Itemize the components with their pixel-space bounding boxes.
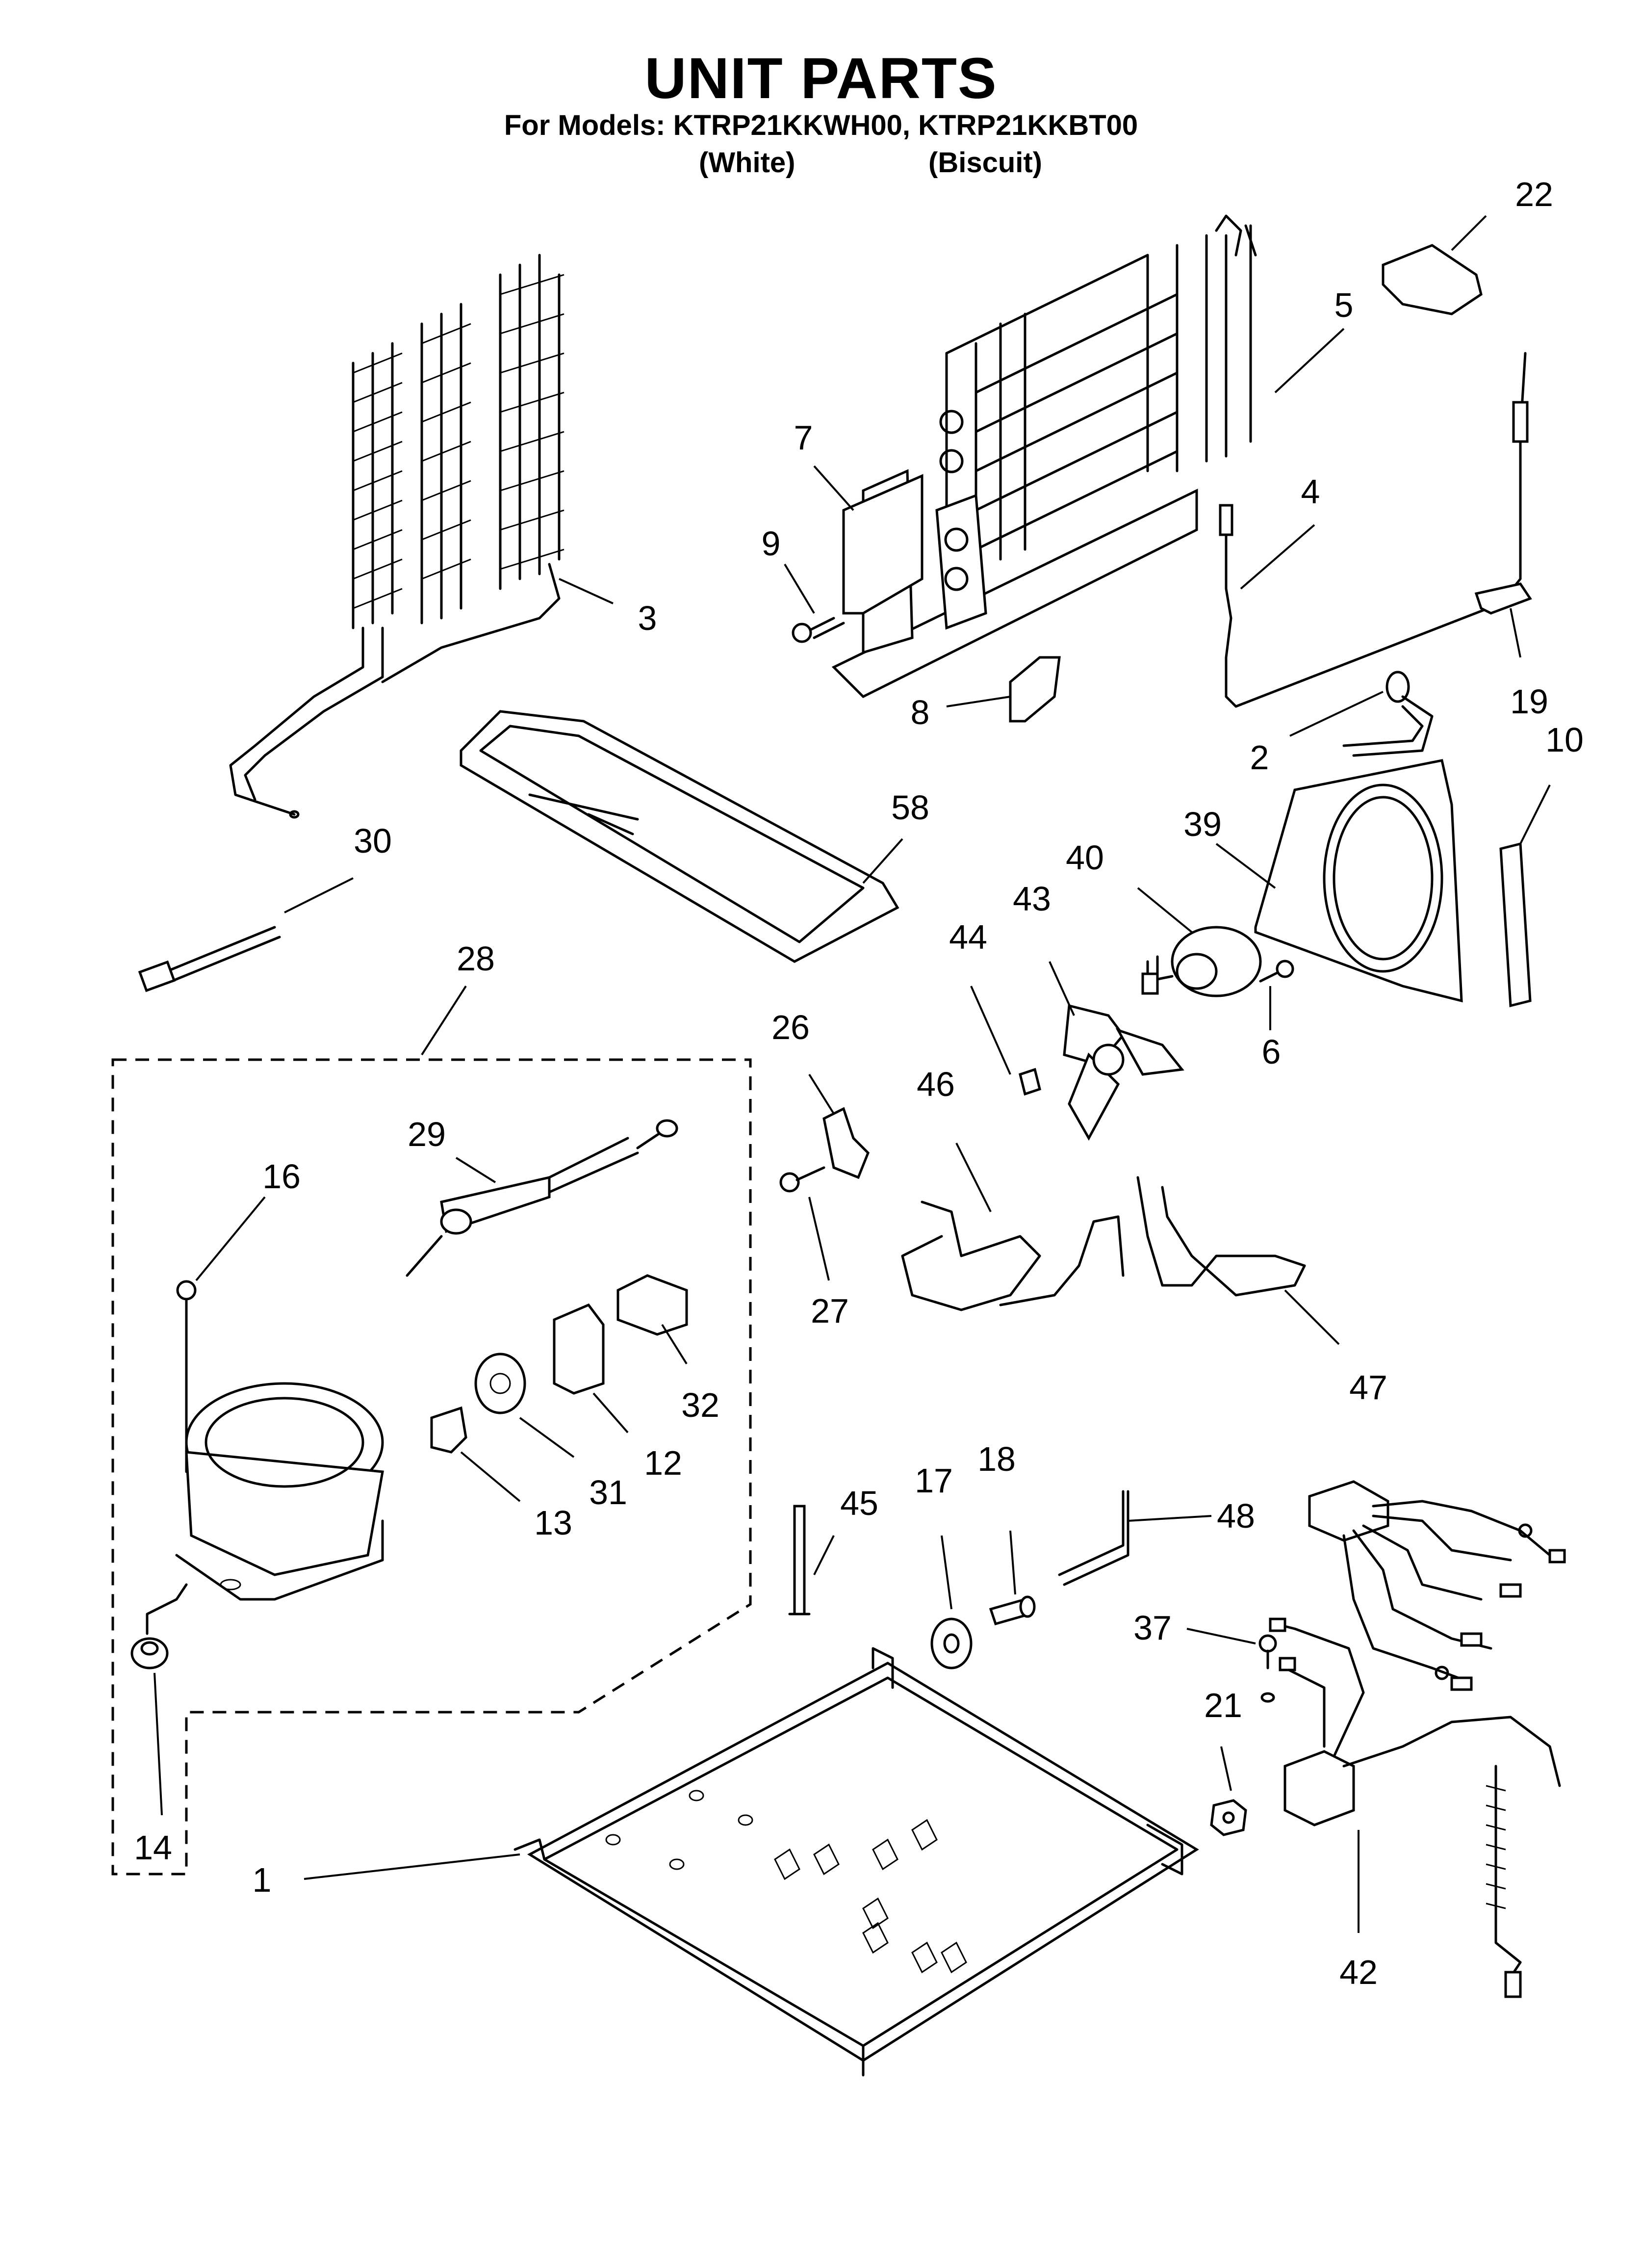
callout-40: 40 xyxy=(1066,838,1104,877)
variant-biscuit: (Biscuit) xyxy=(928,147,1042,179)
callout-17: 17 xyxy=(915,1461,953,1500)
callout-47: 47 xyxy=(1349,1368,1387,1407)
tubing-47 xyxy=(1136,1176,1306,1297)
callout-32: 32 xyxy=(681,1386,719,1424)
filter-drier xyxy=(406,1119,678,1277)
callout-22: 22 xyxy=(1515,175,1553,213)
callout-42: 42 xyxy=(1339,1953,1378,1991)
page-title: UNIT PARTS xyxy=(644,46,998,111)
callout-9: 9 xyxy=(761,524,781,563)
callout-21: 21 xyxy=(1204,1686,1242,1724)
callout-27: 27 xyxy=(811,1292,849,1330)
callout-13: 13 xyxy=(534,1504,572,1542)
callout-28: 28 xyxy=(457,939,495,978)
tube-48 xyxy=(1058,1490,1129,1586)
callout-29: 29 xyxy=(408,1115,446,1153)
cable-tie xyxy=(138,926,281,992)
grommet-14 xyxy=(130,1583,188,1669)
overload-13 xyxy=(430,1406,467,1454)
callout-45: 45 xyxy=(840,1484,878,1522)
clip-19 xyxy=(1474,582,1532,615)
callout-10: 10 xyxy=(1545,721,1584,759)
callout-8: 8 xyxy=(910,693,930,731)
callout-1: 1 xyxy=(252,1861,272,1899)
fan-motor xyxy=(1141,926,1262,997)
clip-44 xyxy=(1019,1068,1041,1096)
evaporator-bracket xyxy=(842,474,924,615)
callout-44: 44 xyxy=(949,918,987,956)
callout-37: 37 xyxy=(1133,1609,1172,1647)
relay-31 xyxy=(474,1353,526,1414)
grommet-2 xyxy=(1342,671,1434,757)
tubing-46 xyxy=(901,1200,1125,1311)
base-frame xyxy=(513,1647,1199,2077)
callout-48: 48 xyxy=(1217,1497,1255,1535)
fan-shroud xyxy=(1254,759,1463,1003)
strip-10 xyxy=(1499,842,1532,1008)
cover-32 xyxy=(616,1274,688,1336)
nut-21 xyxy=(1210,1799,1247,1836)
screw-9 xyxy=(792,617,845,643)
variant-white: (White) xyxy=(699,147,795,179)
callout-12: 12 xyxy=(644,1444,682,1482)
screw-37 xyxy=(1258,1634,1277,1703)
callout-3: 3 xyxy=(638,599,657,637)
defrost-harness xyxy=(1219,352,1529,708)
callout-18: 18 xyxy=(977,1440,1016,1478)
clip-8 xyxy=(1009,656,1061,723)
models-line: For Models: KTRP21KKWH00, KTRP21KKBT00 xyxy=(504,109,1138,141)
capacitor-12 xyxy=(553,1303,605,1395)
callout-31: 31 xyxy=(589,1473,627,1512)
cover-22 xyxy=(1382,244,1483,315)
leader-lines xyxy=(154,215,1551,1933)
callout-7: 7 xyxy=(794,418,813,457)
bracket-26 xyxy=(822,1107,870,1179)
screw-27 xyxy=(779,1166,825,1193)
callout-46: 46 xyxy=(917,1065,955,1103)
compressor xyxy=(175,1318,384,1601)
callout-6: 6 xyxy=(1261,1033,1281,1071)
wiring-harness xyxy=(1269,1480,1566,1998)
pin-45 xyxy=(788,1505,811,1616)
roller-17 xyxy=(930,1617,973,1669)
callout-16: 16 xyxy=(262,1157,301,1196)
screw-16 xyxy=(176,1280,197,1321)
callout-43: 43 xyxy=(1013,880,1051,918)
callout-30: 30 xyxy=(354,822,392,860)
callout-2: 2 xyxy=(1250,738,1269,777)
callout-14: 14 xyxy=(134,1828,172,1867)
condenser-coil xyxy=(229,254,564,819)
callout-4: 4 xyxy=(1301,472,1320,511)
fan-blade xyxy=(1063,1004,1184,1141)
drain-pan xyxy=(460,710,899,963)
callout-5: 5 xyxy=(1334,286,1354,324)
evaporator xyxy=(831,214,1257,699)
callout-39: 39 xyxy=(1183,805,1222,843)
screw-6 xyxy=(1259,960,1294,983)
compressor-kit-outline xyxy=(111,1058,752,1876)
callout-58: 58 xyxy=(891,788,929,827)
callout-26: 26 xyxy=(771,1008,810,1046)
axle-18 xyxy=(989,1595,1036,1626)
callout-19: 19 xyxy=(1510,682,1548,721)
